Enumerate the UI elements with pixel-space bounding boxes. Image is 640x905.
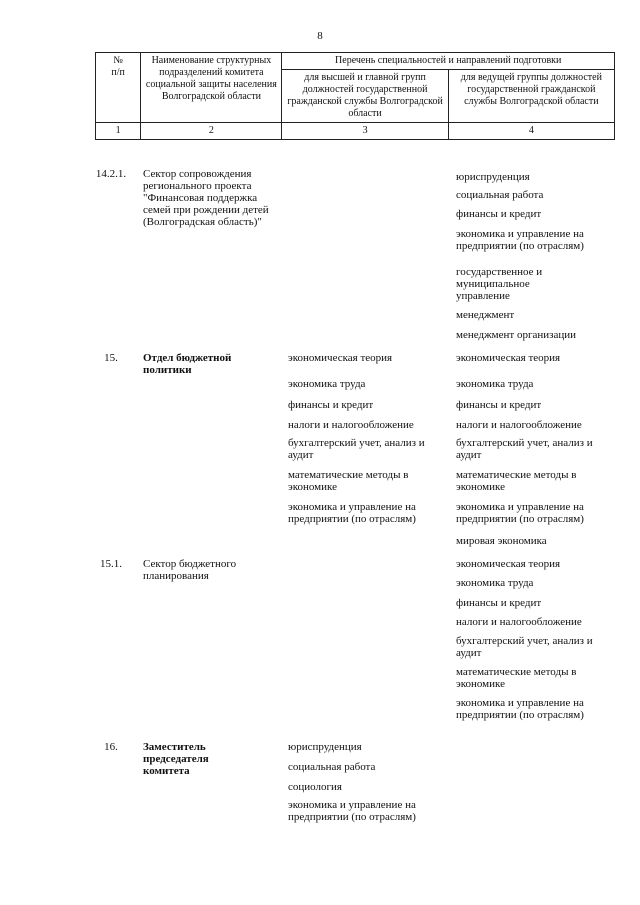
specialty-item: бухгалтерский учет, анализ и аудит xyxy=(456,635,593,659)
row-name: Сектор бюджетного планирования xyxy=(143,558,237,582)
page-number: 8 xyxy=(317,30,323,42)
specialty-item: экономика и управление на предприятии (п… xyxy=(456,697,584,721)
specialty-item: экономическая теория xyxy=(288,352,393,364)
specialty-item: государственное и муниципальное управлен… xyxy=(456,266,543,302)
specialty-item: экономическая теория xyxy=(456,558,561,570)
specialty-item: юриспруденция xyxy=(456,171,530,183)
row-name: Отдел бюджетной политики xyxy=(143,352,232,376)
row-number: 14.2.1. xyxy=(95,168,127,180)
specialty-item: экономическая теория xyxy=(456,352,561,364)
header-number: 3 xyxy=(281,122,449,140)
specialty-item: социальная работа xyxy=(288,761,376,773)
header-col-list: Перечень специальностей и направлений по… xyxy=(281,52,615,70)
specialty-item: финансы и кредит xyxy=(456,597,542,609)
specialty-item: экономика труда xyxy=(288,378,366,390)
row-number: 15.1. xyxy=(100,558,122,570)
specialty-item: экономика труда xyxy=(456,378,534,390)
specialty-item: юриспруденция xyxy=(288,741,362,753)
specialty-item: экономика и управление на предприятии (п… xyxy=(456,228,584,252)
specialty-item: менеджмент организации xyxy=(456,329,577,341)
specialty-item: социология xyxy=(288,781,342,793)
header-col-num: № п/п xyxy=(94,52,142,123)
header-number: 2 xyxy=(140,122,283,140)
specialty-item: финансы и кредит xyxy=(456,399,542,411)
specialty-item: налоги и налогообложение xyxy=(456,616,582,628)
specialty-item: налоги и налогообложение xyxy=(456,419,582,431)
specialty-item: социальная работа xyxy=(456,189,544,201)
row-number: 16. xyxy=(104,741,118,753)
row-name: Сектор сопровождения регионального проек… xyxy=(143,168,269,228)
specialty-item: математические методы в экономике xyxy=(288,469,409,493)
specialty-item: экономика и управление на предприятии (п… xyxy=(288,799,416,823)
specialty-item: налоги и налогообложение xyxy=(288,419,414,431)
header-col-lead: для ведущей группы должностей государств… xyxy=(447,69,616,123)
specialty-item: математические методы в экономике xyxy=(456,666,577,690)
header-col-high: для высшей и главной групп должностей го… xyxy=(281,69,449,123)
specialty-item: финансы и кредит xyxy=(456,208,542,220)
header-col-name: Наименование структурных подразделений к… xyxy=(140,52,283,123)
specialty-item: бухгалтерский учет, анализ и аудит xyxy=(288,437,425,461)
table-header: № п/п Наименование структурных подраздел… xyxy=(94,52,616,140)
row-number: 15. xyxy=(104,352,118,364)
specialty-item: менеджмент xyxy=(456,309,515,321)
specialty-item: экономика и управление на предприятии (п… xyxy=(456,501,584,525)
specialty-item: мировая экономика xyxy=(456,535,547,547)
specialty-item: математические методы в экономике xyxy=(456,469,577,493)
specialty-item: экономика труда xyxy=(456,577,534,589)
specialty-item: экономика и управление на предприятии (п… xyxy=(288,501,416,525)
specialty-item: бухгалтерский учет, анализ и аудит xyxy=(456,437,593,461)
specialty-item: финансы и кредит xyxy=(288,399,374,411)
header-number: 1 xyxy=(94,122,142,140)
header-number: 4 xyxy=(447,122,616,140)
row-name: Заместитель председателя комитета xyxy=(143,741,209,777)
